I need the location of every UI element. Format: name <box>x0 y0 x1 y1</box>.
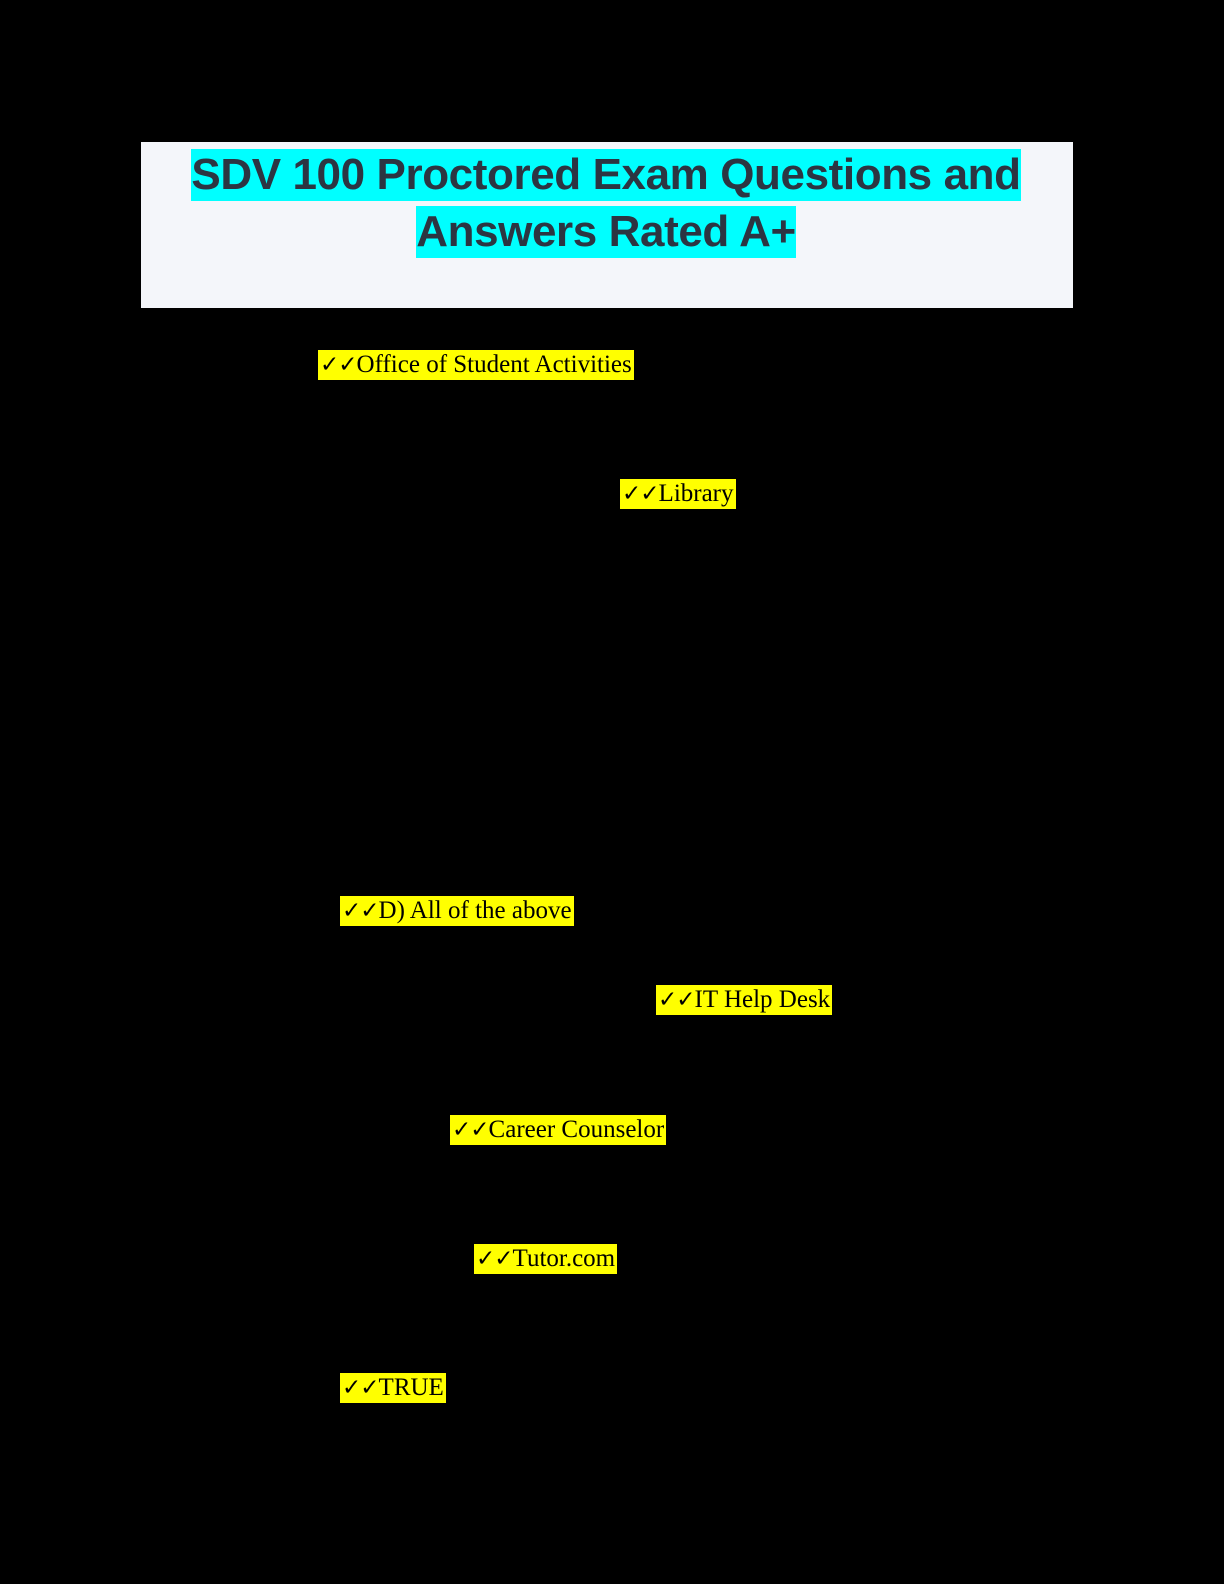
answer-text: IT Help Desk <box>694 986 831 1013</box>
page-title-line-2: Answers Rated A+ <box>416 206 796 258</box>
answer-office-of-student-activities: ✓✓Office of Student Activities <box>318 350 634 380</box>
double-check-icon: ✓✓ <box>452 1117 490 1143</box>
double-check-icon: ✓✓ <box>342 1375 380 1401</box>
page-title: SDV 100 Proctored Exam Questions and Ans… <box>152 146 1060 260</box>
double-check-icon: ✓✓ <box>476 1246 514 1272</box>
highlight-mark: ✓✓TRUE <box>340 1373 446 1403</box>
page-title-line-1: SDV 100 Proctored Exam Questions and <box>191 149 1021 201</box>
double-check-icon: ✓✓ <box>342 898 380 924</box>
highlight-mark: ✓✓Career Counselor <box>450 1115 667 1145</box>
answer-career-counselor: ✓✓Career Counselor <box>450 1115 667 1145</box>
answer-text: Career Counselor <box>488 1116 665 1143</box>
highlight-mark: ✓✓IT Help Desk <box>656 985 833 1015</box>
answer-text: Library <box>658 480 734 507</box>
answer-it-help-desk: ✓✓IT Help Desk <box>656 985 833 1015</box>
answer-library: ✓✓Library <box>620 479 736 509</box>
answer-text: TRUE <box>378 1374 444 1401</box>
double-check-icon: ✓✓ <box>622 481 660 507</box>
answer-all-of-the-above: ✓✓D) All of the above <box>340 896 574 926</box>
highlight-mark: ✓✓D) All of the above <box>340 896 574 926</box>
answer-tutor-com: ✓✓Tutor.com <box>474 1244 618 1274</box>
answer-true: ✓✓TRUE <box>340 1373 446 1403</box>
title-card: SDV 100 Proctored Exam Questions and Ans… <box>141 142 1073 308</box>
highlight-mark: ✓✓Library <box>620 479 736 509</box>
answer-text: D) All of the above <box>378 897 572 924</box>
highlight-mark: ✓✓Office of Student Activities <box>318 350 634 380</box>
highlight-mark: ✓✓Tutor.com <box>474 1244 618 1274</box>
double-check-icon: ✓✓ <box>320 352 358 378</box>
double-check-icon: ✓✓ <box>658 987 696 1013</box>
answer-text: Tutor.com <box>512 1245 616 1272</box>
answer-text: Office of Student Activities <box>356 351 632 378</box>
